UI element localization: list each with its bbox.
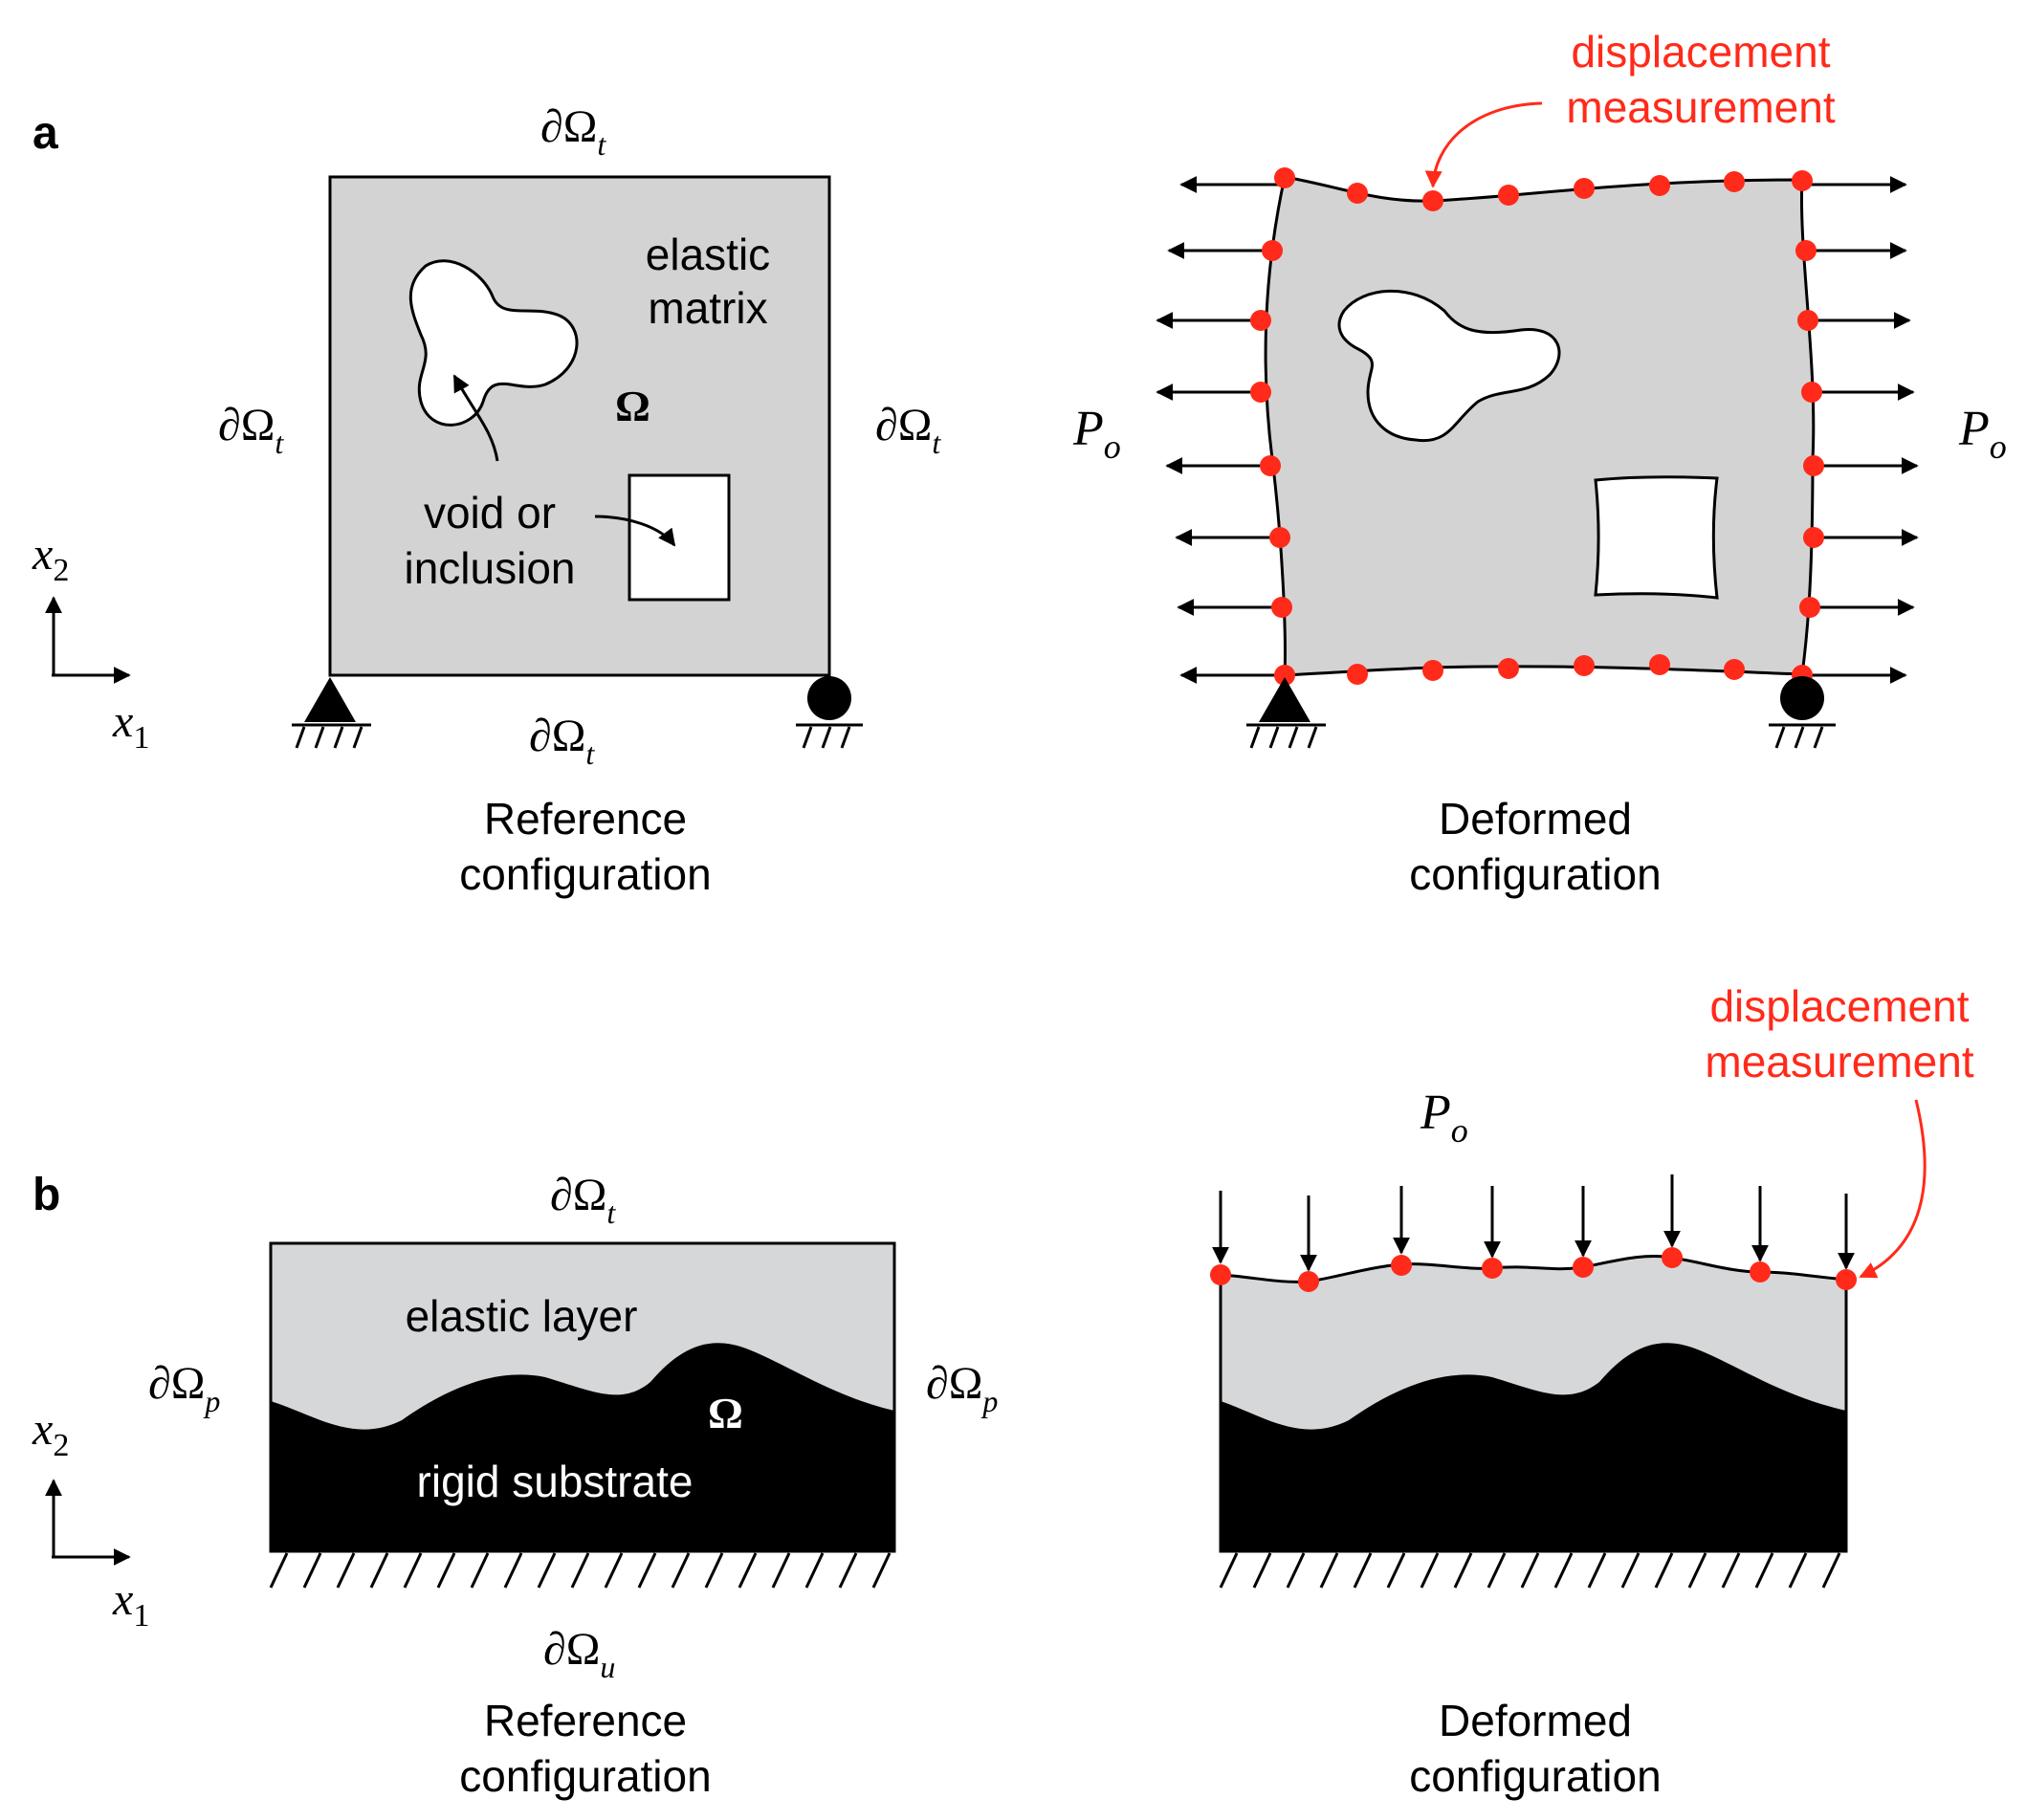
boundary-top-label-b: ∂Ωt [550,1170,616,1230]
void-label-line1: void or [424,488,556,537]
boundary-top-label: ∂Ωt [540,101,606,162]
panel-b-reference: elastic layer rigid substrate Ω ∂Ωt ∂Ωp … [148,1170,998,1801]
caption-line2: configuration [459,849,711,899]
panel-a-label: a [33,108,58,159]
deformed-caption-b-line1: Deformed [1439,1696,1632,1745]
left-traction-arrows [1156,176,1285,684]
panel-a-reference: elastic matrix void or inclusion Ω ∂Ωt ∂… [218,101,941,899]
deformed-caption-b-line2: configuration [1409,1751,1661,1801]
annotation-line1: displacement [1571,27,1830,77]
deformed-caption-line2: configuration [1409,849,1661,899]
load-label-b: Po [1420,1085,1468,1150]
caption-line1: Reference [484,794,687,844]
right-traction-arrows [1802,176,1919,684]
caption-b-line1: Reference [484,1696,687,1745]
void-label-line2: inclusion [405,543,576,593]
annotation-arrow [1424,101,1543,188]
elastic-matrix-square [328,175,831,677]
load-left-label: Po [1072,402,1121,466]
caption-b-line2: configuration [459,1751,711,1801]
inclusion-pointer-arrow [594,515,676,547]
rigid-substrate [271,1343,894,1551]
deformed-roller-hatching [1774,726,1824,749]
substrate-label: rigid substrate [417,1457,694,1506]
boundary-left-label-b: ∂Ωp [148,1358,220,1418]
layer-label: elastic layer [406,1291,638,1341]
annotation-b-line1: displacement [1709,981,1969,1031]
ground-hatching-deformed-b [1219,1552,1841,1589]
domain-symbol: Ω [615,382,650,430]
load-right-label: Po [1958,402,2007,466]
deformed-void [1337,289,1561,443]
axes-a: x2 x1 [32,529,149,756]
panel-b-label: b [33,1170,60,1220]
matrix-label-line2: matrix [648,283,767,333]
axes-b: x2 x1 [32,1404,149,1634]
void-pointer-arrow [452,374,499,462]
x2-label: x2 [32,529,69,588]
deformed-roller-support [1780,676,1824,720]
boundary-left-label: ∂Ωt [218,400,284,460]
panel-b-deformed: displacement measurement Po Deformed con… [1210,981,1974,1801]
boundary-bottom-label: ∂Ωt [529,711,595,771]
pin-hatching [295,726,363,749]
x2-label-b: x2 [32,1404,69,1463]
annotation-line2: measurement [1566,82,1835,132]
pressure-arrows [1212,1174,1855,1272]
deformed-substrate [1221,1343,1846,1551]
deformed-pin-support [1259,677,1310,722]
annotation-arrow-b [1859,1099,1927,1279]
x1-label: x1 [112,696,149,756]
boundary-bottom-label-b: ∂Ωu [543,1624,615,1684]
annotation-b-line2: measurement [1705,1037,1973,1086]
measurement-points-b [1210,1247,1857,1292]
panel-a-deformed: displacement measurement Po Po Deformed … [1072,27,2007,899]
boundary-right-label-b: ∂Ωp [926,1358,998,1418]
boundary-right-label: ∂Ωt [875,400,941,460]
deformed-matrix [1264,175,1816,677]
pin-support [304,677,356,722]
deformed-pin-hatching [1249,726,1318,749]
deformed-caption-line1: Deformed [1439,794,1632,844]
roller-hatching [802,726,851,749]
x1-label-b: x1 [112,1574,149,1634]
matrix-label-line1: elastic [646,230,770,279]
roller-support [807,676,851,720]
measurement-points-a [1250,167,1824,686]
void-trilobe [408,259,579,427]
deformed-inclusion [1594,475,1719,600]
domain-symbol-b: Ω [708,1389,743,1437]
inclusion-rectangle [628,473,731,602]
ground-hatching-b [269,1552,892,1589]
